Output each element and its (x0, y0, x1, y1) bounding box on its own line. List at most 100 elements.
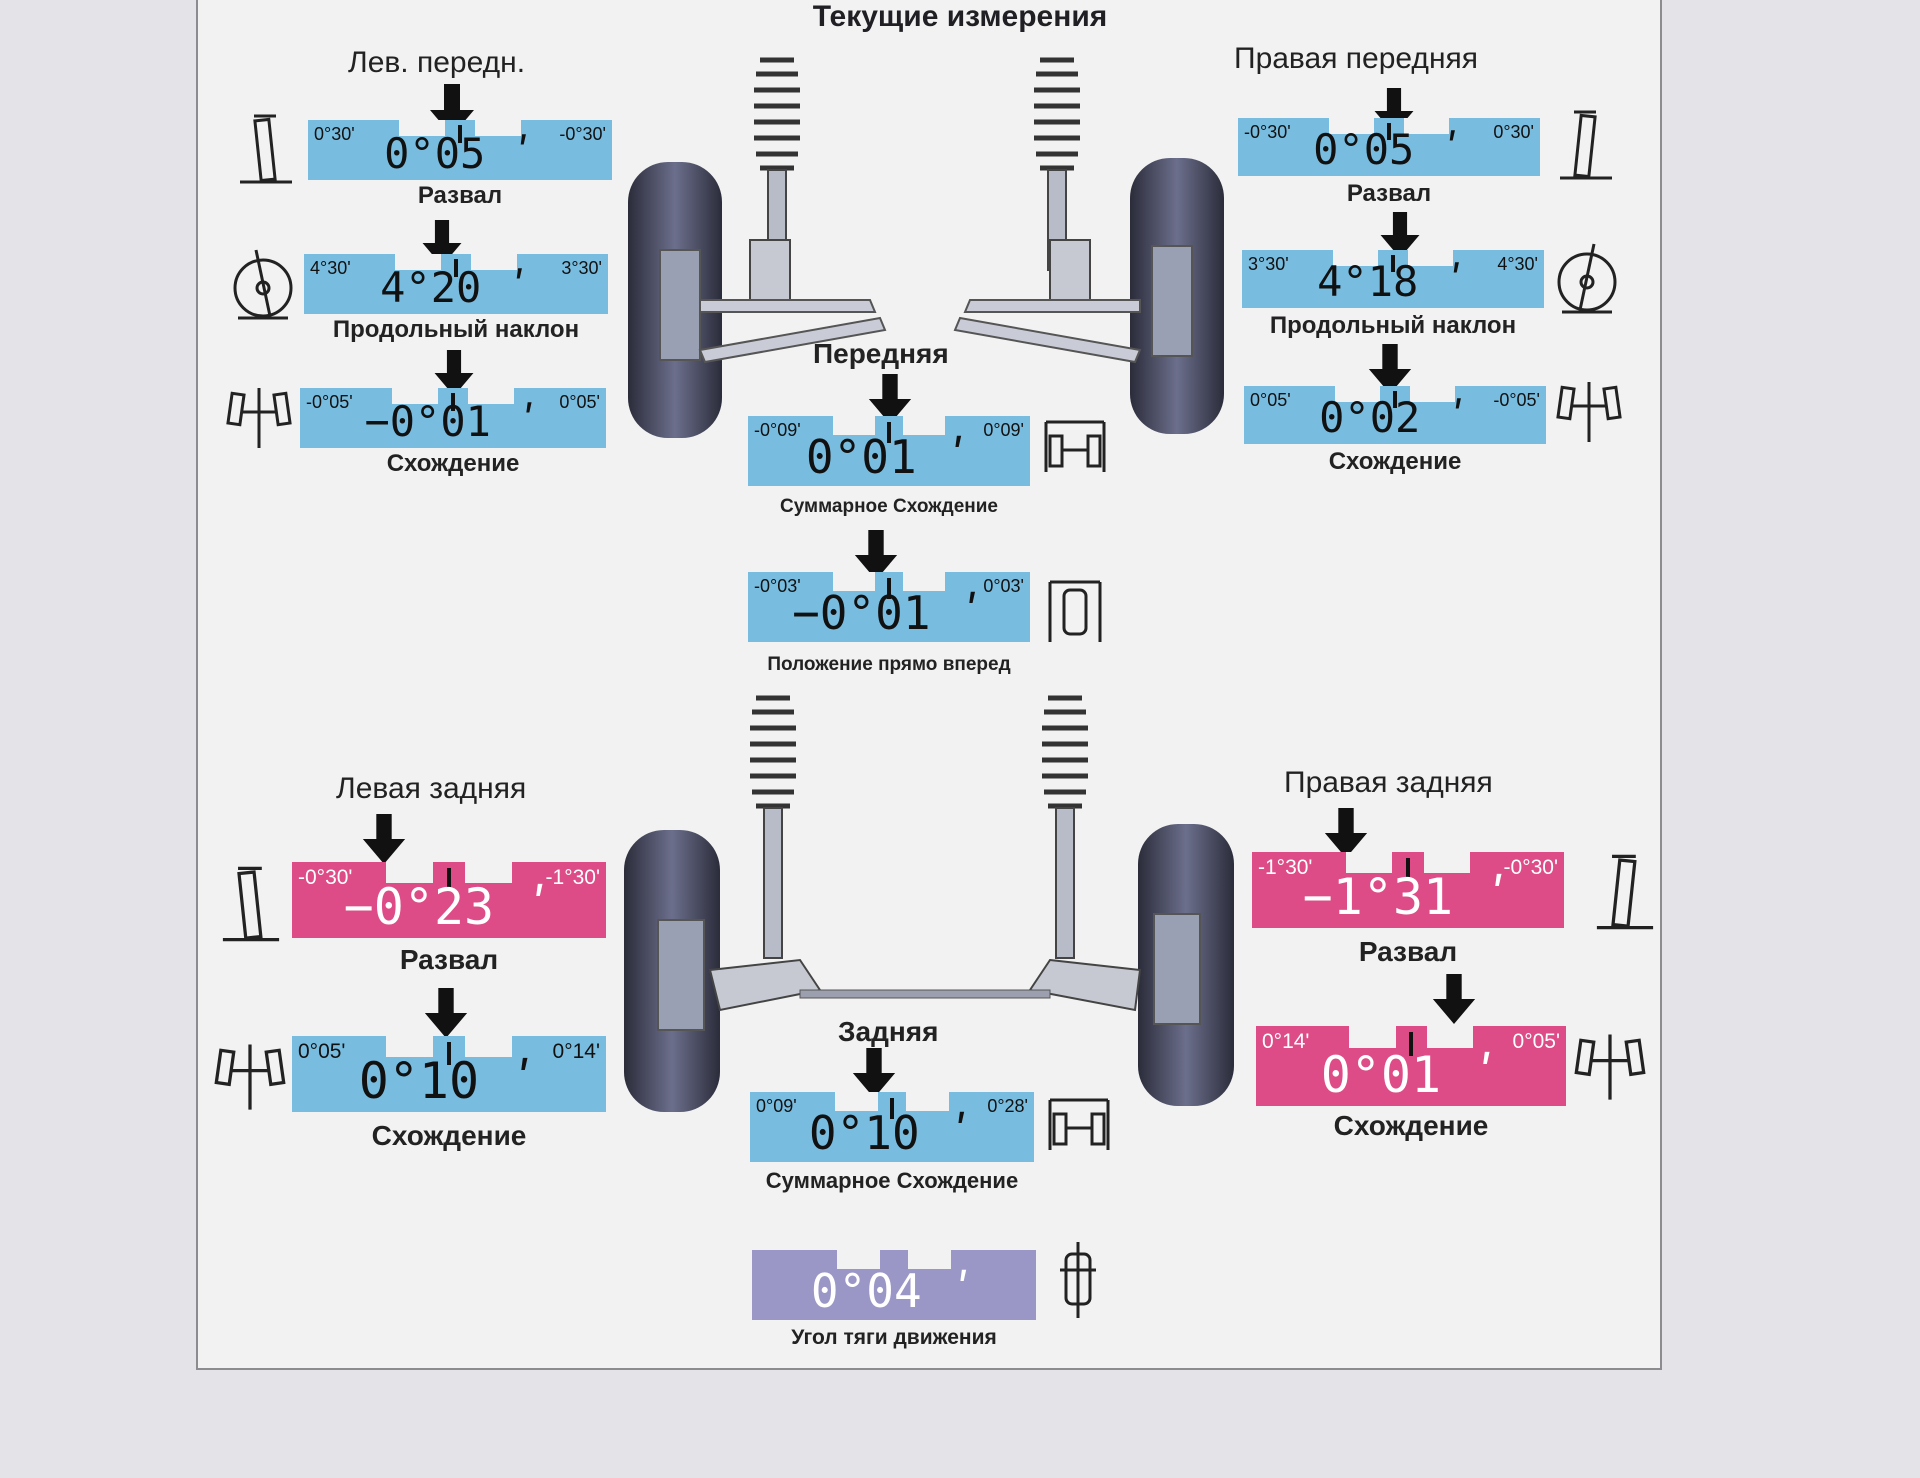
arrow-down-icon (424, 988, 468, 1038)
camber-icon (1560, 110, 1612, 180)
gauge-label: Суммарное Схождение (780, 496, 998, 517)
arrow-down-icon (1368, 344, 1412, 394)
gauge-label: Схождение (1333, 1110, 1489, 1141)
gauge-label: Схождение (386, 450, 520, 477)
front-right-camber-gauge: -0°30' 0°30' 0°05 ʹ Развал (1238, 118, 1540, 207)
gauge-max-limit: -0°30' (559, 124, 606, 144)
gauge-value: −0°01 ʹ (792, 586, 986, 640)
arrow-down-icon (868, 374, 912, 424)
gauge-min-limit: 3°30' (1248, 254, 1289, 274)
gauge-max-limit: 4°30' (1497, 254, 1538, 274)
toe-icon (214, 1044, 286, 1110)
gauge-min-limit: 4°30' (310, 258, 351, 278)
heading-front-left: Лев. передн. (348, 46, 526, 79)
front-left-toe-gauge: -0°05' 0°05' −0°01 ʹ Схождение (300, 388, 606, 477)
front-left-caster-gauge: 4°30' 3°30' 4°20 ʹ Продольный наклон (304, 254, 608, 343)
arrow-down-icon (434, 350, 474, 396)
gauge-value: −0°01 ʹ (364, 397, 542, 446)
gauge-label: Развал (1346, 180, 1432, 207)
rear-right-toe-gauge: 0°14' 0°05' 0°01 ʹ Схождение (1256, 1026, 1566, 1141)
gauge-min-limit: 0°09' (756, 1096, 797, 1116)
gauge-max-limit: 0°05' (559, 392, 600, 412)
gauge-value: 0°10 ʹ (358, 1052, 540, 1110)
gauge-value: 0°05 ʹ (1313, 125, 1465, 174)
gauge-value: 0°04 ʹ (810, 1264, 978, 1318)
gauge-max-limit: -1°30' (545, 866, 600, 889)
front-total-toe-gauge: -0°09' 0°09' 0°01 ʹ Суммарное Схождение (748, 416, 1030, 517)
gauge-label: Развал (417, 182, 503, 209)
heading-front-right: Правая передняя (1234, 42, 1478, 75)
gauge-label: Схождение (371, 1120, 527, 1151)
gauge-value: 4°18 ʹ (1317, 257, 1469, 306)
gauge-max-limit: 0°28' (987, 1096, 1028, 1116)
front-left-camber-gauge: 0°30' -0°30' 0°05 ʹ Развал (308, 120, 612, 209)
gauge-label: Продольный наклон (332, 316, 580, 343)
gauge-value: −0°23 ʹ (343, 878, 555, 936)
heading-rear: Задняя (838, 1016, 939, 1047)
front-suspension-illustration (628, 57, 1224, 438)
arrow-down-icon (362, 814, 406, 864)
gauge-min-limit: -0°30' (298, 866, 353, 889)
gauge-value: 0°01 ʹ (805, 430, 973, 484)
arrow-down-icon (1380, 212, 1420, 258)
gauge-max-limit: -0°30' (1503, 856, 1558, 879)
thrust-angle-gauge: 0°04 ʹ Угол тяги движения (752, 1250, 1036, 1349)
gauge-label: Положение прямо вперед (767, 654, 1011, 675)
gauge-min-limit: -1°30' (1258, 856, 1313, 879)
gauge-min-limit: -0°03' (754, 576, 801, 596)
arrow-down-icon (852, 1048, 896, 1098)
page-title: Текущие измерения (812, 0, 1108, 33)
caster-icon (233, 249, 293, 320)
heading-front: Передняя (813, 338, 949, 369)
gauge-min-limit: 0°30' (314, 124, 355, 144)
gauge-label: Развал (399, 944, 499, 975)
gauge-min-limit: 0°05' (1250, 390, 1291, 410)
arrow-down-icon (1324, 808, 1368, 858)
gauge-max-limit: 0°03' (983, 576, 1024, 596)
camber-icon (240, 114, 292, 184)
gauge-min-limit: -0°30' (1244, 122, 1291, 142)
gauge-label: Развал (1358, 936, 1458, 967)
arrow-down-icon (854, 530, 898, 580)
gauge-min-limit: 0°14' (1262, 1030, 1310, 1053)
straight-ahead-gauge: -0°03' 0°03' −0°01 ʹ Положение прямо впе… (748, 572, 1030, 675)
gauge-max-limit: 0°14' (552, 1040, 600, 1063)
rear-left-camber-gauge: -0°30' -1°30' −0°23 ʹ Развал (292, 862, 606, 975)
total-toe-icon (1044, 420, 1106, 472)
total-toe-icon (1048, 1098, 1110, 1150)
gauge-value: 0°01 ʹ (1320, 1046, 1502, 1104)
gauge-max-limit: 0°05' (1512, 1030, 1560, 1053)
toe-icon (1574, 1034, 1646, 1100)
front-right-toe-gauge: 0°05' -0°05' 0°02 ʹ Схождение (1244, 386, 1546, 475)
gauge-value: 0°05 ʹ (384, 129, 536, 178)
heading-rear-left: Левая задняя (336, 772, 527, 805)
gauge-max-limit: 0°30' (1493, 122, 1534, 142)
toe-icon (1556, 382, 1622, 442)
rear-suspension-illustration (624, 695, 1234, 1112)
thrust-icon (1060, 1242, 1096, 1318)
steering-icon (1048, 580, 1102, 642)
rear-left-toe-gauge: 0°05' 0°14' 0°10 ʹ Схождение (292, 1036, 606, 1151)
gauge-label: Схождение (1328, 448, 1462, 475)
front-right-caster-gauge: 3°30' 4°30' 4°18 ʹ Продольный наклон (1242, 250, 1544, 339)
arrow-down-icon (422, 220, 462, 266)
heading-rear-right: Правая задняя (1284, 766, 1493, 799)
rear-right-camber-gauge: -1°30' -0°30' −1°31 ʹ Развал (1252, 852, 1564, 967)
gauge-min-limit: -0°09' (754, 420, 801, 440)
gauge-value: −1°31 ʹ (1302, 868, 1514, 926)
rear-total-toe-gauge: 0°09' 0°28' 0°10 ʹ Суммарное Схождение (750, 1092, 1034, 1193)
gauge-label: Суммарное Схождение (765, 1168, 1019, 1193)
gauge-value: 4°20 ʹ (380, 263, 532, 312)
gauge-max-limit: 3°30' (561, 258, 602, 278)
arrow-down-icon (1432, 974, 1476, 1024)
gauge-min-limit: 0°05' (298, 1040, 346, 1063)
gauge-max-limit: -0°05' (1493, 390, 1540, 410)
gauge-max-limit: 0°09' (983, 420, 1024, 440)
gauge-label: Угол тяги движения (791, 1326, 997, 1349)
camber-icon (222, 866, 280, 942)
gauge-min-limit: -0°05' (306, 392, 353, 412)
gauge-value: 0°10 ʹ (808, 1106, 976, 1160)
camber-icon (1596, 854, 1654, 930)
gauge-value: 0°02 ʹ (1319, 393, 1471, 442)
caster-icon (1557, 243, 1617, 314)
